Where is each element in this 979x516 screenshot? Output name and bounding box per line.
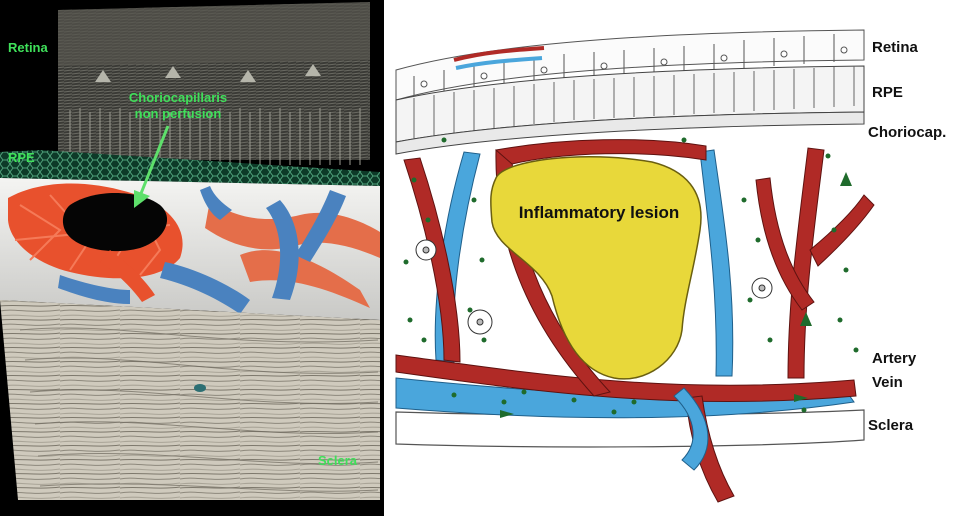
- sclera-layer: [0, 300, 380, 500]
- choroid-schematic: Retina RPE Choriocap. Inflammatory lesio…: [384, 0, 979, 516]
- nerve-fiber-layer: [58, 2, 370, 66]
- nonperfusion-area: [63, 193, 167, 251]
- label-artery: Artery: [872, 350, 917, 367]
- choroid-3d-illustration: Retina RPE Choriocapillaris non perfusio…: [0, 0, 384, 516]
- label-rpe: RPE: [872, 84, 903, 101]
- sclera-cell: [194, 384, 206, 392]
- label-inflammatory-lesion: Inflammatory lesion: [519, 203, 680, 222]
- label-retina: Retina: [872, 39, 919, 56]
- label-rpe: RPE: [8, 150, 35, 165]
- choroid-schematic-svg: Retina RPE Choriocap. Inflammatory lesio…: [384, 0, 979, 516]
- label-nonperfusion-line1: Choriocapillaris: [129, 90, 227, 105]
- label-sclera: Sclera: [868, 417, 914, 434]
- label-nonperfusion-line2: non perfusion: [135, 106, 222, 121]
- label-vein: Vein: [872, 374, 903, 391]
- label-retina: Retina: [8, 40, 49, 55]
- label-sclera: Sclera: [318, 453, 358, 468]
- label-choriocap: Choriocap.: [868, 124, 946, 141]
- choroid-3d-svg: Retina RPE Choriocapillaris non perfusio…: [0, 0, 384, 516]
